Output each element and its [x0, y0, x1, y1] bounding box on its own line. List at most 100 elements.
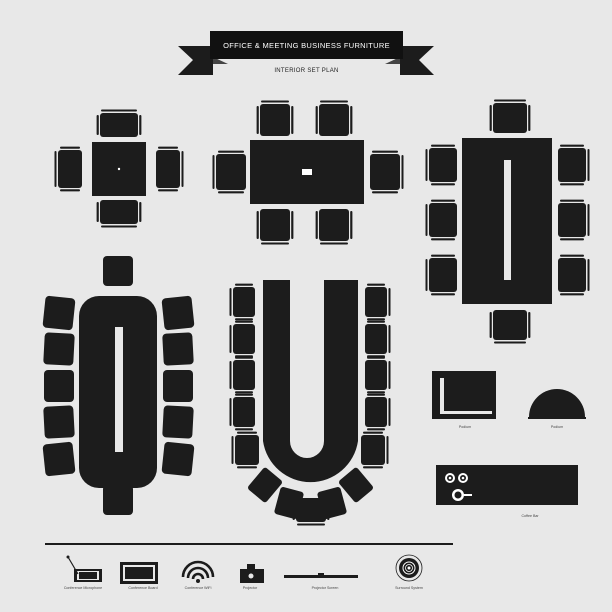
banner-subtitle: INTERIOR SET PLAN [274, 68, 339, 74]
speaker-ring [405, 564, 413, 572]
table-center-mark [117, 167, 121, 171]
chair-arm [367, 320, 385, 323]
chair-back [229, 398, 232, 426]
faucet-icon [464, 494, 472, 496]
chair-arm [139, 115, 142, 135]
chair-seat [365, 397, 387, 427]
projector-lens [248, 573, 254, 579]
coffee-bar-caption: Coffee Bar [521, 514, 539, 518]
chair-seat [370, 154, 400, 190]
chair-arm [96, 115, 99, 135]
round-podium-edge [528, 417, 586, 419]
chair-arm [96, 202, 99, 222]
chair-back [101, 109, 137, 112]
coffee-bar [436, 465, 578, 505]
projector-lens-housing [247, 564, 255, 570]
chair-arm [235, 283, 253, 286]
chair-back [320, 242, 348, 245]
chair-arm [560, 183, 584, 186]
chair-seat [558, 203, 586, 237]
chair [256, 100, 294, 136]
chair-seat [235, 435, 259, 465]
chair-arm [235, 391, 253, 394]
chair-back [181, 151, 184, 187]
projector-screen-caption: Projector Screen [311, 586, 339, 590]
podium-round-caption: Podium [550, 425, 564, 429]
chair-seat [248, 467, 282, 503]
chair-seat [365, 324, 387, 354]
chair-arm [292, 500, 295, 520]
chair [229, 283, 255, 321]
chair [96, 109, 142, 137]
chair-arm [291, 106, 294, 134]
microphone-head [66, 555, 70, 559]
chair-arm [367, 391, 385, 394]
chair-arm [560, 238, 584, 241]
chair [212, 150, 246, 194]
chair-arm [489, 105, 492, 131]
chair-seat [216, 154, 246, 190]
chair-back [425, 149, 428, 181]
podium-set [432, 371, 586, 419]
table-center-strip [115, 327, 123, 452]
chair-arm [158, 146, 178, 149]
chair [315, 100, 353, 136]
chair-arm [367, 318, 385, 321]
conference-board-caption: Conference Board [128, 586, 158, 590]
rect-table-set [212, 100, 404, 245]
chair-seat [429, 258, 457, 292]
ribbon-right-tail [400, 46, 434, 75]
chair-back [297, 523, 325, 526]
chair-arm [431, 238, 455, 241]
square-table-set [54, 109, 184, 228]
chair-arm [367, 283, 385, 286]
chair-arm [256, 106, 259, 134]
wifi-icon [181, 560, 215, 583]
chair-arm [237, 431, 257, 434]
chair-back [212, 155, 215, 189]
chair-back [388, 361, 391, 389]
chair [361, 431, 389, 469]
chair-seat [44, 370, 74, 402]
chair-arm [218, 150, 244, 153]
chair-seat [161, 295, 195, 331]
chair [365, 393, 391, 431]
table-center-mark [302, 169, 312, 175]
chair-seat [43, 332, 75, 366]
chair-arm [235, 320, 253, 323]
legend-divider [45, 543, 453, 545]
chair-arm [367, 356, 385, 359]
chair [339, 467, 373, 503]
sink-icon [454, 491, 462, 499]
chair [231, 431, 259, 469]
chair-back [388, 288, 391, 316]
chair [425, 144, 457, 186]
conference-microphone-caption: Conference Microphone [63, 586, 103, 590]
chair-seat [233, 360, 255, 390]
chair-back [587, 259, 590, 291]
chair-seat [58, 150, 82, 188]
u-shaped-table [263, 280, 358, 483]
chair-seat [100, 113, 138, 137]
chair-arm [60, 189, 80, 192]
microphone-stem [67, 556, 79, 575]
chair-back [494, 341, 526, 344]
chair-arm [560, 293, 584, 296]
wifi-arc [181, 560, 215, 578]
chair-back [425, 259, 428, 291]
chair [292, 498, 330, 526]
chair-back [101, 225, 137, 228]
chair-seat [103, 485, 133, 515]
projector-icon [240, 564, 264, 583]
legend-icons [66, 554, 423, 584]
chair-seat [260, 104, 290, 136]
conference-microphone-icon [66, 555, 102, 582]
chair-seat [233, 397, 255, 427]
chair-arm [431, 183, 455, 186]
chair-seat [260, 209, 290, 241]
chair-seat [42, 295, 76, 331]
chair [365, 356, 391, 394]
chair-seat [103, 256, 133, 286]
chair-seat [558, 258, 586, 292]
